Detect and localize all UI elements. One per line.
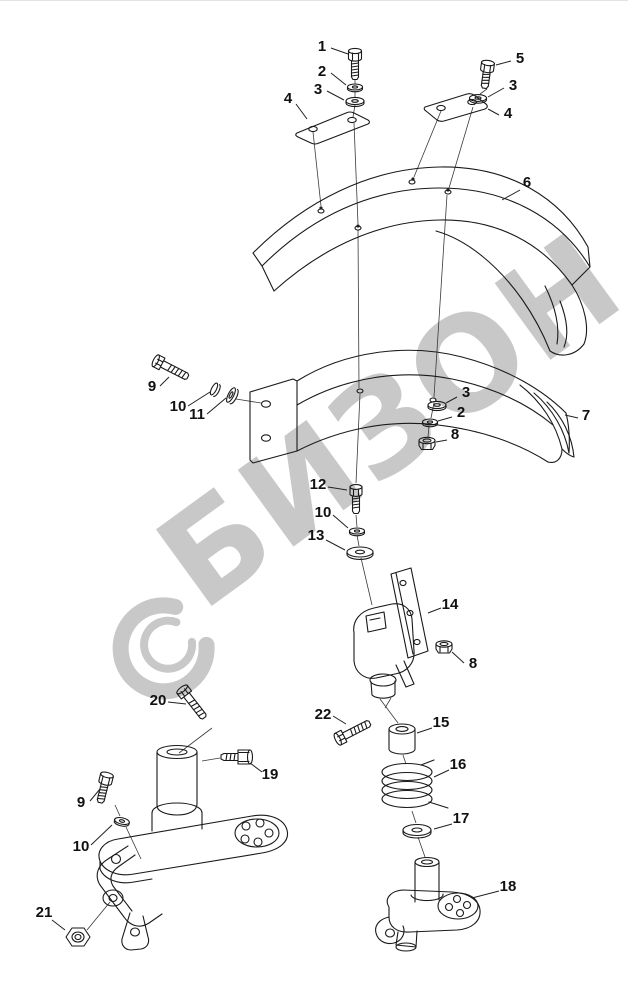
callout-label-3: 3 [462, 384, 470, 401]
callout-label-7: 7 [582, 407, 590, 424]
callout-leader-8 [435, 439, 448, 443]
callout-label-10: 10 [170, 398, 187, 415]
callout-leader-17 [433, 823, 453, 830]
callout-label-16: 16 [450, 756, 467, 773]
bolt-part-1 [349, 48, 362, 79]
callout-leader-19 [249, 762, 263, 773]
callout-leader-9 [89, 788, 101, 802]
spring-part-16 [382, 760, 448, 808]
callout-label-19: 19 [262, 766, 279, 783]
callout-label-9: 9 [77, 794, 85, 811]
watermark-logo-icon [112, 597, 215, 700]
callout-label-8: 8 [451, 426, 459, 443]
watermark: БИЗОН [112, 204, 628, 700]
callout-leader-3 [445, 396, 458, 404]
callout-leader-9 [159, 376, 170, 387]
washer-part-2 [348, 84, 363, 92]
washer-part-13 [347, 547, 373, 559]
callout-leader-7 [564, 414, 579, 419]
callout-leader-21 [51, 919, 66, 931]
callout-label-8: 8 [469, 655, 477, 672]
bolt-part-5 [478, 60, 495, 90]
callout-label-14: 14 [442, 596, 459, 613]
assembly-axis-lines [86, 80, 488, 931]
callout-label-15: 15 [433, 714, 450, 731]
callout-leader-3 [487, 87, 505, 98]
callout-label-12: 12 [310, 476, 327, 493]
callout-label-21: 21 [36, 904, 53, 921]
callout-label-3: 3 [509, 77, 517, 94]
callout-leader-11 [206, 397, 227, 415]
callout-label-10: 10 [315, 504, 332, 521]
callout-leader-6 [501, 189, 521, 201]
fender-part-6 [253, 167, 590, 355]
nut-part-21 [66, 928, 90, 946]
callout-leader-10 [187, 391, 211, 407]
bushing-part-15 [389, 724, 415, 754]
callout-label-4: 4 [504, 105, 513, 122]
washer-part-17 [403, 825, 431, 839]
washer-part-11 [225, 387, 240, 405]
washer-part-2-middle [423, 419, 438, 427]
spring-washer-part-10-upper [209, 382, 222, 397]
bracket-part-14 [354, 568, 428, 698]
nut-part-8-bracket [436, 641, 452, 653]
plate-part-4-left [296, 112, 370, 144]
callout-leader-20 [167, 701, 187, 705]
bolt-part-20 [176, 683, 210, 721]
callout-label-20: 20 [150, 692, 167, 709]
washer-part-3-right [470, 95, 487, 104]
callout-leader-18 [471, 890, 500, 899]
bolt-part-9-lower [94, 771, 114, 804]
callout-label-11: 11 [189, 406, 205, 423]
callout-label-2: 2 [457, 404, 465, 421]
callout-label-1: 1 [318, 38, 326, 55]
callout-label-10: 10 [73, 838, 90, 855]
callout-leader-4 [295, 103, 308, 120]
callout-label-18: 18 [500, 878, 517, 895]
callout-label-5: 5 [516, 50, 524, 67]
callout-leader-5 [495, 60, 512, 66]
watermark-text: БИЗОН [131, 204, 628, 638]
callout-label-17: 17 [453, 810, 470, 827]
plug-bolt-part-19 [221, 750, 253, 764]
callout-leader-8 [451, 651, 465, 664]
callout-label-9: 9 [148, 378, 156, 395]
callout-label-2: 2 [318, 63, 326, 80]
callout-label-13: 13 [308, 527, 325, 544]
washer-part-10-lower [114, 816, 130, 827]
fender-bracket-part-7 [250, 350, 574, 463]
bolt-part-12 [350, 485, 362, 514]
callout-leader-22 [332, 715, 347, 725]
callout-leader-3 [326, 90, 345, 101]
callout-label-3: 3 [314, 81, 322, 98]
callout-leader-2 [330, 72, 347, 86]
bolt-part-22 [333, 717, 373, 746]
knuckle-assembly-part [97, 746, 287, 951]
washer-part-10-center [350, 528, 365, 536]
callout-leader-10 [332, 514, 349, 529]
callout-leader-10 [90, 824, 113, 846]
spindle-part-18 [376, 858, 480, 952]
callout-label-22: 22 [315, 706, 332, 723]
callout-leader-1 [330, 47, 349, 55]
bolt-part-9-upper [151, 354, 191, 383]
washer-part-3 [346, 97, 364, 106]
callout-leader-4 [487, 108, 500, 116]
callout-label-6: 6 [523, 174, 531, 191]
callout-leader-2 [437, 416, 453, 422]
callout-leader-12 [327, 486, 348, 491]
callout-label-4: 4 [284, 90, 293, 107]
nut-part-8-middle [419, 437, 435, 449]
callout-leader-16 [433, 769, 450, 778]
callout-leader-13 [325, 539, 346, 551]
callout-leader-15 [416, 727, 433, 734]
plate-part-4-right [424, 94, 487, 122]
washer-part-3-middle [428, 401, 446, 410]
callout-leader-14 [427, 607, 442, 614]
